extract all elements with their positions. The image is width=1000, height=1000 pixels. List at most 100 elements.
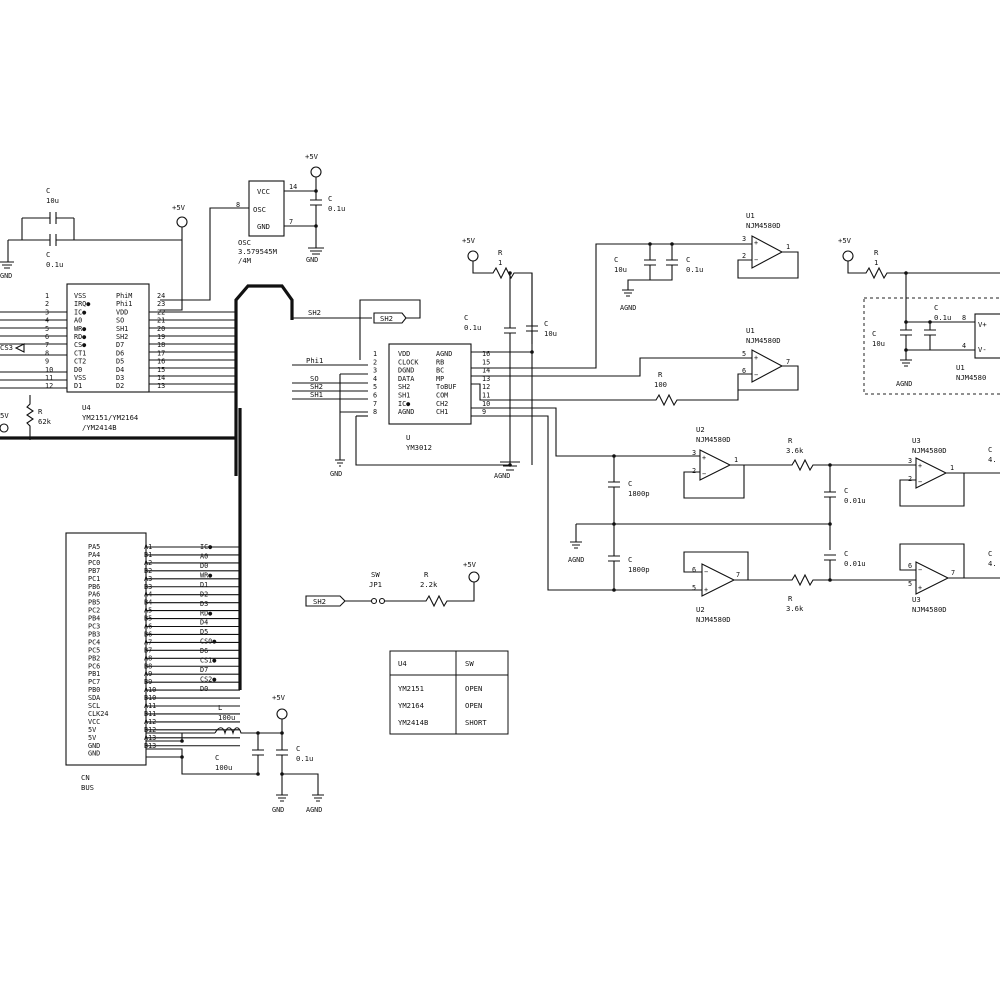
svg-text:−: − (754, 256, 758, 264)
cn-bus-label: A0 (200, 552, 208, 560)
u4-part-2: /YM2414B (82, 423, 117, 432)
u4-right-pin-name: D2 (116, 382, 124, 390)
cn-c2-val: 0.1u (296, 754, 313, 763)
u4-left-pin-num: 11 (45, 374, 53, 382)
u4-left-pin-num: 1 (45, 292, 49, 300)
dac-left-pin-name: IC● (398, 400, 411, 408)
dac-right-pin-name: RB (436, 358, 444, 366)
table-row-3-sw: SHORT (465, 718, 487, 727)
power-terminal-icon (176, 216, 188, 228)
cn-left-pin: PC3 (88, 623, 100, 631)
u2b-c2-val: 0.01u (844, 559, 866, 568)
table-row-2-sw: OPEN (465, 701, 482, 710)
u2a-pin2: 2 (692, 467, 696, 475)
cn-c1-val: 100u (215, 763, 232, 772)
u2b-pin5: 5 (692, 584, 696, 592)
svg-text:−: − (702, 470, 706, 478)
u4-right-pin-num: 14 (157, 374, 165, 382)
cn-left-pin: PB7 (88, 567, 100, 575)
p5v-label-cn: +5V (272, 693, 286, 702)
u4-right-pin-num: 23 (157, 300, 165, 308)
cn-left-pin: PB2 (88, 654, 100, 662)
dac-right-pin-num: 11 (482, 392, 490, 400)
u2a-ref: U2 (696, 425, 705, 434)
cn-bus-label: D7 (200, 666, 208, 674)
cn-left-pin: PA4 (88, 551, 100, 559)
svg-text:+: + (918, 462, 922, 470)
svg-text:+: + (702, 454, 706, 462)
filter-section: C 1800p AGND C 1800p U2 NJM4580D + − 3 2… (471, 407, 1000, 624)
u4-right-pin-name: D7 (116, 341, 124, 349)
cn-left-pin: PB4 (88, 615, 100, 623)
table-header-sw: SW (465, 659, 474, 668)
cn-bus-connector: PA5PA4PC0PB7PC1PB6PA6PB5PC2PB4PC3PB3PC4P… (65, 532, 324, 814)
cn-left-pin: PB1 (88, 670, 100, 678)
table-row-3-part: YM2414B (398, 718, 428, 727)
u1b-ref: U1 (746, 326, 755, 335)
u4-left-pin-name: WR● (74, 325, 87, 333)
dac-supply: +5V R 1 C 0.1u C 10u (462, 236, 557, 467)
dac-part: YM3012 (406, 443, 432, 452)
cdac2-ref: C (544, 319, 548, 328)
cn-bus-label: D0 (200, 562, 208, 570)
jumper-jp1: SH2 SW JP1 R 2.2k +5V (305, 560, 480, 608)
u4-left-pin-name: D0 (74, 366, 82, 374)
cn-left-pin: GND (88, 742, 100, 750)
p5v-label-right: +5V (838, 236, 852, 245)
u2b-r-val: 3.6k (786, 604, 804, 613)
p5v-label-dac: +5V (462, 236, 476, 245)
jp-r-val: 2.2k (420, 580, 438, 589)
dac-left-pin-name: CLOCK (398, 358, 419, 366)
dac-left-pin-num: 5 (373, 383, 377, 391)
u2b-ref: U2 (696, 605, 705, 614)
dac-right-pin-num: 15 (482, 358, 490, 366)
svg-text:+: + (704, 586, 708, 594)
osc-cap-val: 0.1u (328, 204, 345, 213)
cn-bus-label: CS0● (200, 638, 217, 646)
dac-right-pin-name: COM (436, 392, 448, 400)
svg-text:+: + (754, 239, 758, 247)
osc-pin-7: 7 (289, 218, 293, 226)
u4-right-pin-name: SH1 (116, 325, 128, 333)
u4-right-pin-name: SO (116, 317, 124, 325)
r1-val: 1 (498, 258, 502, 267)
cn-agnd-label: AGND (306, 806, 322, 814)
cn-bus-label: D6 (200, 647, 208, 655)
u4-right-pin-num: 16 (157, 358, 165, 366)
u2a-c2-val: 0.01u (844, 496, 866, 505)
cn-bus-label: D4 (200, 619, 208, 627)
cn-ref: CN (81, 773, 90, 782)
u4-left-pin-num: 10 (45, 366, 53, 374)
u2a-c-ref: C (628, 479, 632, 488)
cn-left-pin: PB3 (88, 630, 100, 638)
filter-agnd-label: AGND (568, 556, 584, 564)
svg-text:−: − (704, 568, 708, 576)
cn-left-pin: PB0 (88, 686, 100, 694)
dac-right-pin-name: ToBUF (436, 383, 456, 391)
u3a-ref: U3 (912, 436, 921, 445)
u3a-c-ref: C (988, 445, 992, 454)
right-pin8: 8 (962, 314, 966, 322)
r62k-ref: R (38, 407, 43, 416)
right-agnd-label: AGND (896, 380, 912, 388)
cn-left-pin: PA5 (88, 543, 100, 551)
u4-left-pin-num: 7 (45, 341, 49, 349)
cdac1-val: 0.1u (464, 323, 481, 332)
cn-bus-label: D5 (200, 628, 208, 636)
u4-right-pin-num: 17 (157, 349, 165, 357)
dac-left-pin-num: 4 (373, 375, 377, 383)
cn-left-pin: GND (88, 750, 100, 758)
osc-pin-vcc: VCC (257, 187, 270, 196)
gnd-label-left: GND (0, 272, 12, 280)
p5v-label-u4: +5V (172, 203, 186, 212)
right-vminus: V- (978, 345, 987, 354)
u4-left-pin-num: 6 (45, 333, 49, 341)
cn-left-pin: 5V (88, 726, 96, 734)
u4-left-pin-name: CT2 (74, 358, 86, 366)
dac-gnd-label: GND (330, 470, 342, 478)
dac-left-pin-name: VDD (398, 350, 410, 358)
jumper-table: U4 SW YM2151 OPEN YM2164 OPEN YM2414B SH… (389, 650, 509, 735)
u1a-pin2: 2 (742, 252, 746, 260)
cn-left-pin: VCC (88, 718, 100, 726)
